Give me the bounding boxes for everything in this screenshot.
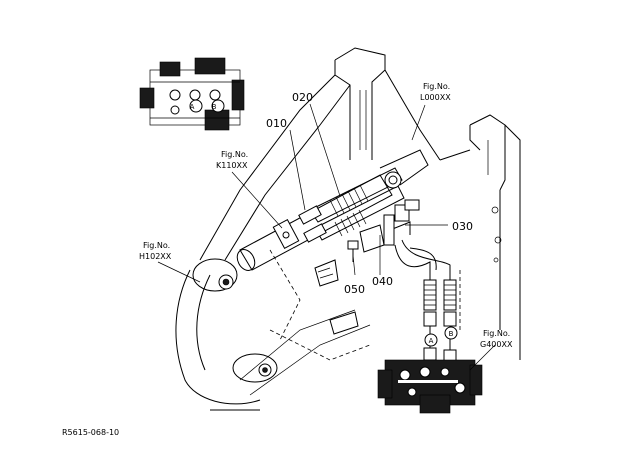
port-b-marker: B bbox=[449, 330, 454, 338]
inset-port-a-marker: A bbox=[190, 103, 195, 111]
boom-pivot-left bbox=[192, 258, 238, 292]
inset-port-b-marker: B bbox=[212, 103, 217, 111]
drawing-code: R5615-068-10 bbox=[62, 428, 119, 437]
valve-inset-thumbnail bbox=[139, 57, 245, 131]
port-a-marker: A bbox=[429, 337, 434, 345]
control-valve-g400 bbox=[377, 359, 483, 414]
callout-030: 030 bbox=[452, 220, 473, 233]
hydraulic-hoses bbox=[394, 239, 457, 363]
fig-ref-h102-line2: H102XX bbox=[139, 252, 172, 261]
boom-pivot-lower bbox=[232, 353, 278, 383]
hydraulic-cylinder-020 bbox=[298, 149, 429, 243]
fig-ref-k110-line1: Fig.No. bbox=[221, 150, 248, 159]
callout-050: 050 bbox=[344, 283, 365, 296]
fitting-040 bbox=[359, 214, 395, 253]
fig-ref-l000-line1: Fig.No. bbox=[423, 82, 450, 91]
leader-lines bbox=[157, 103, 496, 371]
loader-frame bbox=[175, 47, 521, 411]
fig-ref-l000-line2: L000XX bbox=[420, 93, 451, 102]
callout-020: 020 bbox=[292, 91, 313, 104]
callout-010: 010 bbox=[266, 117, 287, 130]
hydraulic-cylinder-010 bbox=[236, 174, 393, 271]
port-b-circle bbox=[444, 326, 458, 340]
fig-ref-k110-line2: K110XX bbox=[216, 161, 248, 170]
fig-ref-g400-line2: G400XX bbox=[480, 340, 513, 349]
fig-ref-h102-line1: Fig.No. bbox=[143, 241, 170, 250]
fig-ref-g400-line1: Fig.No. bbox=[483, 329, 510, 338]
callout-040: 040 bbox=[372, 275, 393, 288]
port-a-circle bbox=[424, 333, 438, 347]
bolt-050 bbox=[347, 240, 359, 262]
fitting-030 bbox=[389, 199, 420, 235]
